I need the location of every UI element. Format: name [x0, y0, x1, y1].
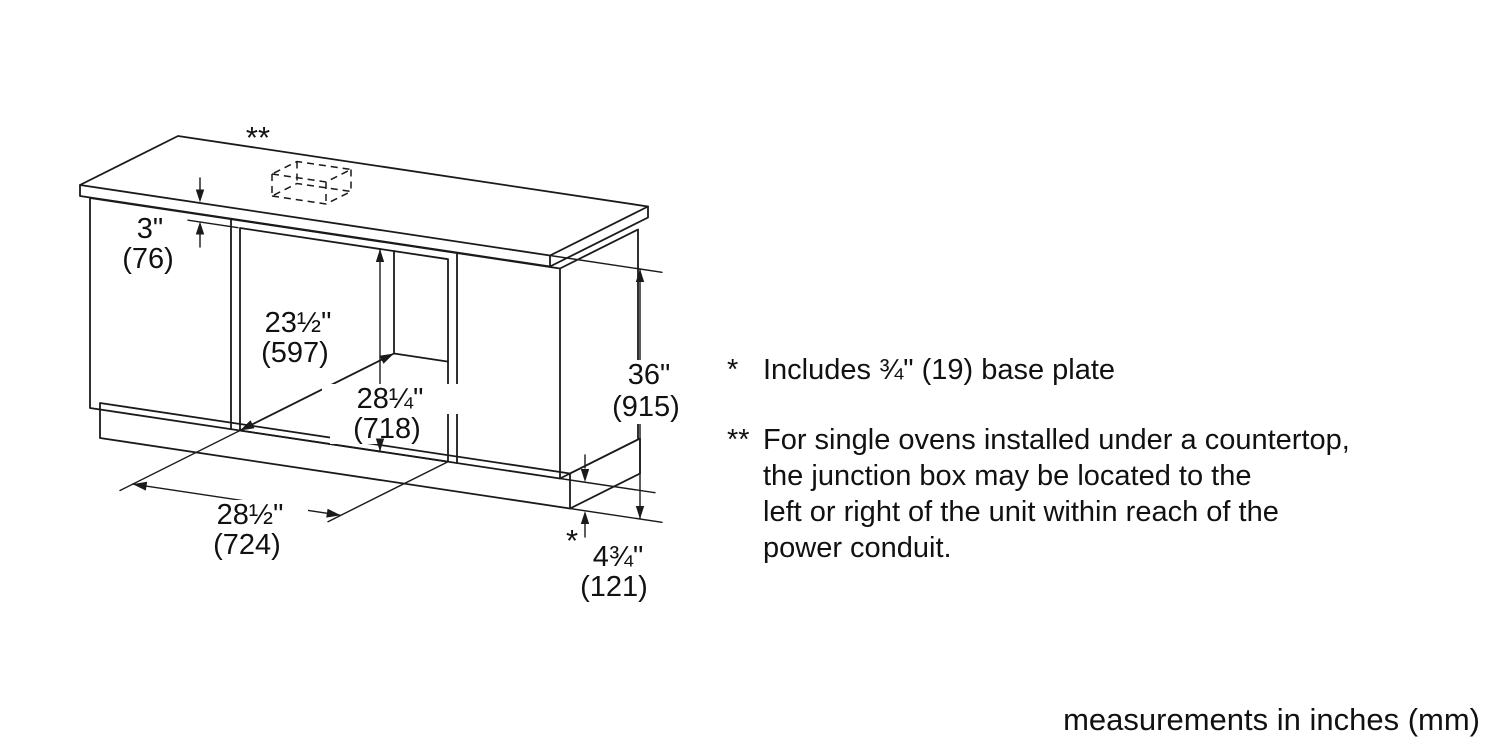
footnote-base-plate: * Includes ¾" (19) base plate	[727, 352, 1447, 388]
footnote-base-plate-marker: *	[727, 354, 739, 386]
dim-cutout-depth-inches: 23½"	[265, 307, 332, 339]
dim-cutout-height-mm: (718)	[353, 413, 421, 445]
dim-cutout-depth-mm: (597)	[261, 337, 329, 369]
footnotes: * Includes ¾" (19) base plate ** For sin…	[727, 352, 1447, 566]
footnote-line: For single ovens installed under a count…	[763, 424, 1350, 456]
cabinet-outline	[79, 135, 649, 510]
dim-cutout-width-inches: 28½"	[217, 499, 284, 531]
dim-top-clearance-inches: 3"	[137, 213, 163, 245]
units-caption: measurements in inches (mm)	[1063, 702, 1480, 737]
dim-cutout-width-mm: (724)	[213, 529, 281, 561]
base-plate-marker: *	[566, 523, 578, 558]
dimension-cutout-width: 28½" (724)	[132, 461, 449, 561]
dimension-bottom-clearance: * 4¾" (121)	[559, 454, 656, 603]
dim-countertop-height-mm: (915)	[612, 391, 680, 423]
dim-bottom-clearance-inches: 4¾"	[593, 541, 644, 573]
dimension-countertop-height: 36" (915)	[549, 254, 692, 523]
dim-bottom-clearance-mm: (121)	[580, 571, 648, 603]
junction-box-marker: **	[246, 120, 270, 155]
dimension-cutout-depth: 23½" (597)	[119, 307, 395, 492]
dimension-top-clearance: 3" (76)	[122, 177, 239, 275]
junction-box: **	[246, 120, 354, 205]
footnote-junction-box: ** For single ovens installed under a co…	[727, 422, 1447, 566]
countertop-top-face	[79, 135, 649, 257]
cutout-frame	[230, 218, 458, 464]
junction-box-wireframe	[269, 160, 354, 205]
dimension-cutout-height: 28¼" (718)	[322, 248, 458, 453]
footnote-junction-box-text: For single ovens installed under a count…	[763, 422, 1350, 566]
footnote-line: left or right of the unit within reach o…	[763, 496, 1279, 528]
footnote-line: the junction box may be located to the	[763, 460, 1252, 492]
dim-countertop-height-inches: 36"	[628, 359, 671, 391]
dim-cutout-height-inches: 28¼"	[357, 383, 424, 415]
footnote-junction-box-marker: **	[727, 424, 750, 456]
footnote-base-plate-text: Includes ¾" (19) base plate	[763, 354, 1116, 386]
footnote-line: power conduit.	[763, 532, 952, 564]
dim-top-clearance-mm: (76)	[122, 243, 174, 275]
